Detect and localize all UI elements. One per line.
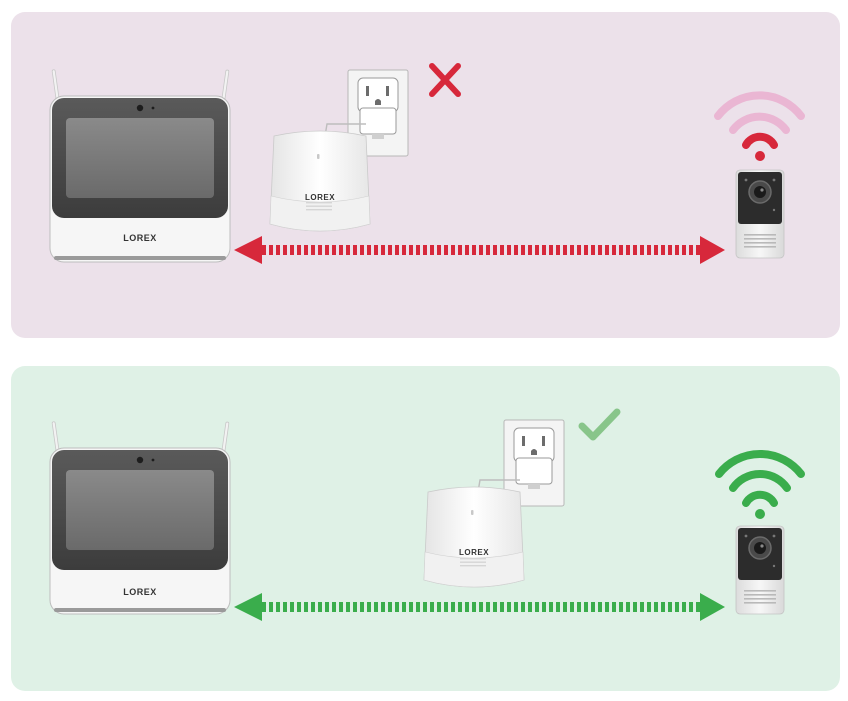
monitor-brand-label-bottom: LOREX <box>123 587 157 597</box>
x-mark-icon <box>429 63 461 97</box>
extender-brand-label-bottom: LOREX <box>459 548 489 557</box>
monitor-brand-label-top: LOREX <box>123 233 157 243</box>
green-dashed-double-arrow <box>234 593 725 621</box>
nvr-monitor-bottom: LOREX <box>49 421 231 615</box>
red-dashed-double-arrow <box>234 236 725 264</box>
check-mark-icon <box>578 408 621 441</box>
wifi-weak-icon <box>714 91 805 161</box>
arrow-head-right-top <box>700 236 725 264</box>
nvr-monitor-top: LOREX <box>49 69 231 263</box>
security-camera-bottom <box>735 525 785 615</box>
range-extender-top: LOREX <box>269 130 371 232</box>
range-extender-bottom: LOREX <box>423 486 525 588</box>
arrow-head-left-top <box>234 236 262 264</box>
arrow-head-right-bottom <box>700 593 725 621</box>
arrow-head-left-bottom <box>234 593 262 621</box>
security-camera-top <box>735 169 785 259</box>
extender-brand-label-top: LOREX <box>305 193 335 202</box>
wifi-strong-icon <box>715 449 805 519</box>
